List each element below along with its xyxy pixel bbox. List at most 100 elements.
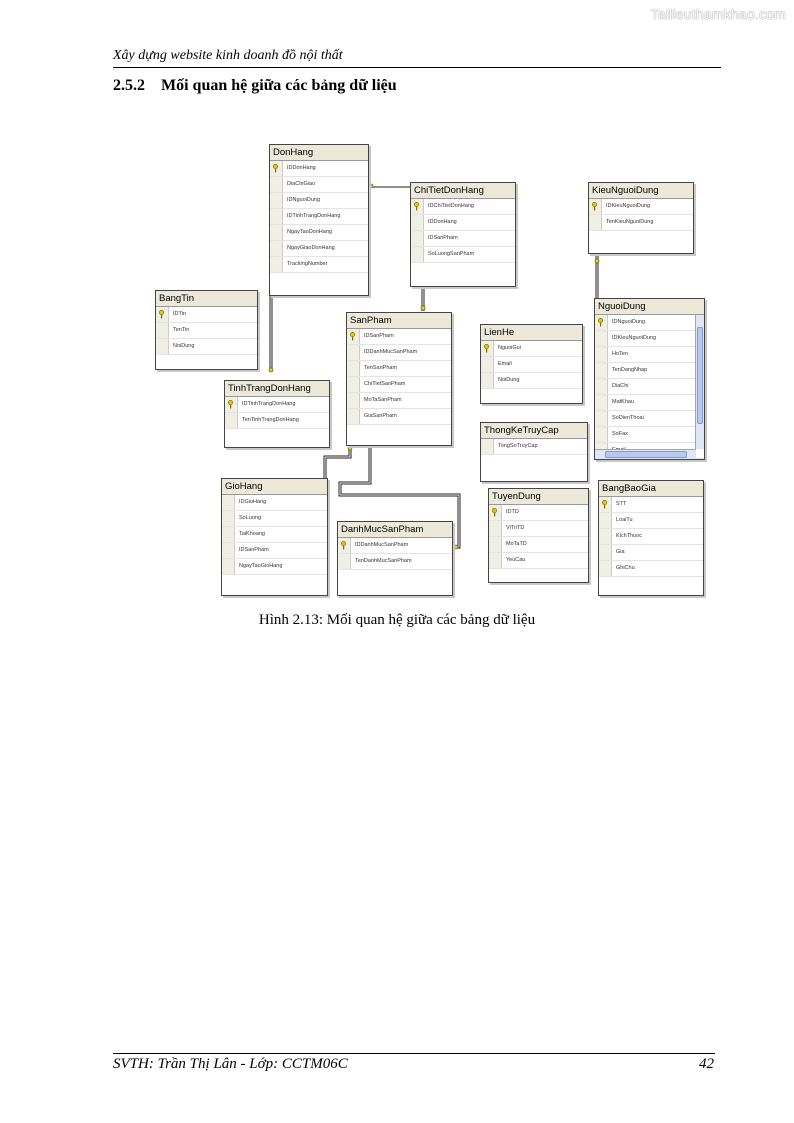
row-selector (270, 193, 283, 208)
column-name: ViTriTD (506, 525, 525, 531)
table-thongketruycap: ThongKeTruyCap TongSoTruyCap (480, 422, 588, 482)
column-name: SoLuongSanPham (428, 251, 475, 257)
relationship-end-marker (268, 367, 274, 373)
horizontal-scrollbar[interactable] (595, 449, 696, 459)
row-selector (489, 521, 502, 536)
table-column-row: Gia (599, 545, 703, 561)
database-diagram: DonHang IDDonHang DiaChiGiao IDNguoiDung… (113, 138, 735, 600)
row-selector (595, 411, 608, 426)
column-name: IDSanPham (428, 235, 458, 241)
table-column-row: IDTin (156, 307, 257, 323)
table-column-row: GiaSanPham (347, 409, 451, 425)
primary-key-icon (159, 310, 164, 319)
table-donhang: DonHang IDDonHang DiaChiGiao IDNguoiDung… (269, 144, 369, 296)
column-name: HoTen (612, 351, 628, 357)
column-name: GiaSanPham (364, 413, 397, 419)
column-name: KichThuoc (616, 533, 642, 539)
table-column-row: STT (599, 497, 703, 513)
table-column-row: IDDanhMucSanPham (338, 538, 452, 554)
table-column-row: MoTaTD (489, 537, 588, 553)
relationship-lines (268, 183, 600, 550)
column-name: IDSanPham (239, 547, 269, 553)
row-selector (222, 543, 235, 558)
column-name: MatKhau (612, 399, 635, 405)
row-selector (347, 409, 360, 424)
table-column-row: IDNguoiDung (270, 193, 368, 209)
row-selector (481, 357, 494, 372)
relationship-line (340, 444, 461, 549)
table-column-row: IDSanPham (347, 329, 451, 345)
table-column-row: TenKieuNguoiDung (589, 215, 693, 231)
column-name: SoDienThoai (612, 415, 644, 421)
table-tinhtrangdonhang: TinhTrangDonHang IDTinhTrangDonHang TenT… (224, 380, 330, 448)
table-title: TinhTrangDonHang (225, 381, 329, 397)
column-name: TaiKhoang (239, 531, 265, 537)
table-column-row: MatKhau (595, 395, 704, 411)
table-column-row: NoiDung (481, 373, 582, 389)
table-column-row: NguoiGui (481, 341, 582, 357)
table-danhmucsanpham: DanhMucSanPham IDDanhMucSanPham TenDanhM… (337, 521, 453, 596)
row-selector (599, 513, 612, 528)
table-column-row: DiaChi (595, 379, 704, 395)
column-name: IDKieuNguoiDung (612, 335, 657, 341)
footer-author: SVTH: Trần Thị Lân - Lớp: CCTM06C (113, 1056, 348, 1072)
table-column-row: IDTD (489, 505, 588, 521)
column-name: TenTinhTrangDonHang (242, 417, 299, 423)
vertical-scrollbar[interactable] (695, 315, 704, 449)
column-name: IDSanPham (364, 333, 394, 339)
table-title: NguoiDung (595, 299, 704, 315)
table-nguoidung: NguoiDung IDNguoiDung IDKieuNguoiDung Ho… (594, 298, 705, 460)
table-column-row: IDSanPham (222, 543, 327, 559)
table-column-row: TenDangNhap (595, 363, 704, 379)
column-name: IDNguoiDung (287, 197, 321, 203)
table-column-row: TenTinhTrangDonHang (225, 413, 329, 429)
row-selector (489, 553, 502, 568)
column-name: TenTin (173, 327, 190, 333)
row-selector (595, 379, 608, 394)
table-column-row: NgayTaoGioHang (222, 559, 327, 575)
table-column-row: Email (481, 357, 582, 373)
primary-key-icon (484, 344, 489, 353)
table-column-row: IDKieuNguoiDung (595, 331, 704, 347)
table-column-row: ChiTietSanPham (347, 377, 451, 393)
column-name: IDDanhMucSanPham (355, 542, 409, 548)
table-title: LienHe (481, 325, 582, 341)
scrollbar-thumb[interactable] (605, 451, 687, 458)
row-selector (411, 247, 424, 262)
relationship-line (325, 444, 352, 478)
table-giohang: GioHang IDGioHang SoLuong TaiKhoang IDSa… (221, 478, 328, 596)
relationship-end-marker (368, 183, 374, 189)
column-name: STT (616, 501, 627, 507)
table-bangtin: BangTin IDTin TenTin NoiDung (155, 290, 258, 370)
row-selector (156, 339, 169, 354)
row-selector (595, 331, 608, 346)
table-column-row: IDTinhTrangDonHang (225, 397, 329, 413)
section-number: 2.5.2 (113, 77, 145, 94)
column-name: GhiChu (616, 565, 635, 571)
scrollbar-thumb[interactable] (697, 327, 703, 424)
running-header: Xây dựng website kinh doanh đồ nội thất (113, 48, 343, 63)
column-name: IDGioHang (239, 499, 267, 505)
table-title: GioHang (222, 479, 327, 495)
table-column-row: TenDanhMucSanPham (338, 554, 452, 570)
row-selector (595, 395, 608, 410)
table-column-row: LoaiTu (599, 513, 703, 529)
column-name: ChiTietSanPham (364, 381, 406, 387)
table-lienhe: LienHe NguoiGui Email NoiDung (480, 324, 583, 404)
table-column-row: IDSanPham (411, 231, 515, 247)
table-column-row: IDDanhMucSanPham (347, 345, 451, 361)
column-name: IDChiTietDonHang (428, 203, 474, 209)
primary-key-icon (602, 500, 607, 509)
table-title: BangBaoGia (599, 481, 703, 497)
column-name: IDDanhMucSanPham (364, 349, 418, 355)
table-column-row: MoTaSanPham (347, 393, 451, 409)
column-name: TenDanhMucSanPham (355, 558, 412, 564)
primary-key-icon (273, 164, 278, 173)
column-name: Gia (616, 549, 625, 555)
column-name: SoLuong (239, 515, 262, 521)
column-name: NoiDung (173, 343, 195, 349)
primary-key-icon (492, 508, 497, 517)
column-name: TenDangNhap (612, 367, 648, 373)
table-column-row: KichThuoc (599, 529, 703, 545)
